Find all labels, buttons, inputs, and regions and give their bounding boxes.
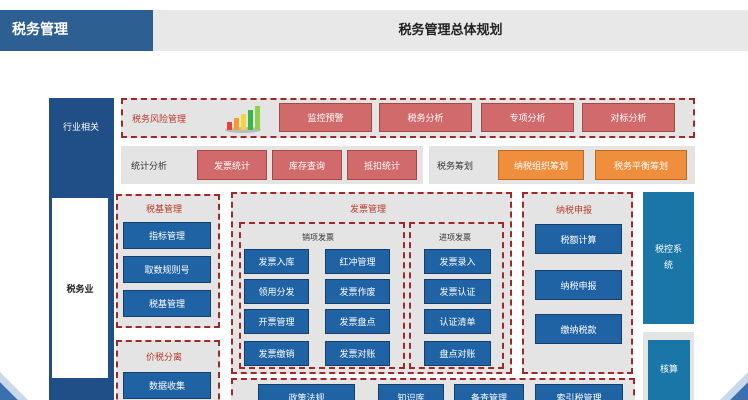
tax-declare-button[interactable]: 纳税申报 xyxy=(535,270,622,300)
header-title: 税务管理 xyxy=(0,10,153,51)
tax-calc-button[interactable]: 税额计算 xyxy=(535,224,622,254)
invoice-cancel-button[interactable]: 发票缴销 xyxy=(244,341,309,366)
invoicing-management-button[interactable]: 开票管理 xyxy=(244,309,309,334)
invoice-void-button[interactable]: 发票作废 xyxy=(325,279,390,304)
count-reconcile-button[interactable]: 盘点对账 xyxy=(424,341,491,366)
policy-regulation-button[interactable]: 政策法规 xyxy=(258,384,355,400)
benchmark-analysis-button[interactable]: 对标分析 xyxy=(582,103,675,132)
risk-management-title: 税务风险管理 xyxy=(132,115,187,125)
sidebar-item-tax-business[interactable]: 税务业 xyxy=(52,198,108,378)
special-analysis-button[interactable]: 专项分析 xyxy=(481,103,574,132)
record-management-button[interactable]: 备查管理 xyxy=(454,384,524,400)
tax-org-planning-button[interactable]: 纳税组织筹划 xyxy=(498,150,584,180)
data-collection-button[interactable]: 数据收集 xyxy=(123,372,211,399)
tax-analysis-button[interactable]: 税务分析 xyxy=(379,103,472,132)
tax-base-title: 税基管理 xyxy=(146,205,183,215)
knowledge-base-button[interactable]: 知识库 xyxy=(378,384,444,400)
fetch-rules-button[interactable]: 取数规则号 xyxy=(123,256,211,283)
tax-balance-planning-button[interactable]: 税务平衡筹划 xyxy=(595,150,687,180)
monitor-warning-button[interactable]: 监控预警 xyxy=(279,103,372,132)
inventory-query-button[interactable]: 库存查询 xyxy=(272,150,342,180)
invoice-storage-button[interactable]: 发票入库 xyxy=(244,249,309,274)
receive-distribute-button[interactable]: 领用分发 xyxy=(244,279,309,304)
red-offset-button[interactable]: 红冲管理 xyxy=(325,249,390,274)
invoice-certify-button[interactable]: 发票认证 xyxy=(424,279,491,304)
invoice-reconcile-button[interactable]: 发票对账 xyxy=(325,341,390,366)
accounting-box[interactable]: 核算 xyxy=(648,340,690,400)
input-invoice-title: 进项发票 xyxy=(439,233,471,242)
deduction-stats-button[interactable]: 抵扣统计 xyxy=(347,150,417,180)
corner-decoration-right xyxy=(720,372,748,400)
invoice-management-title: 发票管理 xyxy=(350,205,387,215)
invoice-entry-button[interactable]: 发票录入 xyxy=(424,249,491,274)
sales-invoice-title: 销项发票 xyxy=(302,233,334,242)
corner-decoration-left xyxy=(0,372,28,400)
accounting-label: 核算 xyxy=(659,365,678,375)
pay-tax-button[interactable]: 缴纳税款 xyxy=(535,314,622,344)
tax-control-system-label: 税控系统 xyxy=(654,245,682,271)
invoice-count-button[interactable]: 发票盘点 xyxy=(325,309,390,334)
price-tax-separation-title: 价税分离 xyxy=(146,353,183,363)
sidebar-item-industry[interactable]: 行业相关 xyxy=(62,122,99,133)
indicator-management-button[interactable]: 指标管理 xyxy=(123,222,211,249)
bar-chart-icon xyxy=(225,106,261,133)
certify-list-button[interactable]: 认证清单 xyxy=(424,309,491,334)
tax-base-management-button[interactable]: 税基管理 xyxy=(123,290,211,317)
statistics-title: 统计分析 xyxy=(131,162,168,172)
index-tax-management-button[interactable]: 索引税管理 xyxy=(535,384,623,400)
tax-control-system-box[interactable]: 税控系统 xyxy=(643,192,694,324)
page-title: 税务管理总体规划 xyxy=(153,10,748,51)
invoice-stats-button[interactable]: 发票统计 xyxy=(197,150,267,180)
tax-planning-title: 税务筹划 xyxy=(437,162,474,172)
tax-declaration-title: 纳税申报 xyxy=(556,206,593,216)
